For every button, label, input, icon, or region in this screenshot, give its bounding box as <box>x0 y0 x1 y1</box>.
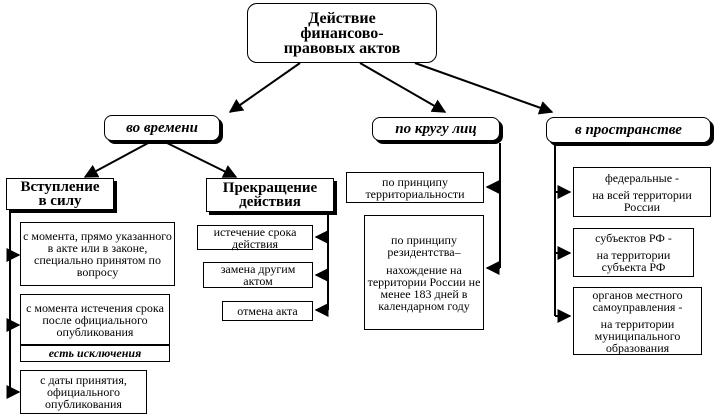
category-space-label: в пространстве <box>575 121 682 138</box>
entry-item-2: с момента истечения срока после официаль… <box>20 294 170 345</box>
arrow-root-to-time <box>228 62 301 113</box>
persons-item-1: по принципу территориальности <box>346 172 484 203</box>
termination-item-1: истечение срока действия <box>197 225 313 250</box>
termination-heading-text: Прекращение действия <box>222 180 318 210</box>
space-item-federal: федеральные - на всей территории России <box>573 167 711 217</box>
category-persons-label: по кругу лиц <box>395 120 477 137</box>
category-space: в пространстве <box>546 117 711 143</box>
root-title: Действие финансово-правовых актов <box>283 9 401 57</box>
entry-item-1: с момента, прямо указанного в акте или в… <box>20 222 175 286</box>
termination-item-3: отмена акта <box>222 301 313 321</box>
termination-heading: Прекращение действия <box>206 178 334 212</box>
space-item-subjects: субъектов РФ - на территории субъекта РФ <box>573 228 694 277</box>
category-persons: по кругу лиц <box>372 117 500 141</box>
entry-into-force-heading: Вступление в силу <box>6 178 114 210</box>
category-time: во времени <box>104 115 220 141</box>
arrow-time-to-termination <box>164 141 238 178</box>
arrow-root-to-persons <box>359 62 447 113</box>
entry-exception: есть исключения <box>20 345 170 362</box>
arrow-root-to-space <box>414 62 554 115</box>
space-item-local: органов местного самоуправления - на тер… <box>573 287 702 355</box>
root-title-box: Действие финансово-правовых актов <box>247 3 437 63</box>
entry-item-3: с даты принятия, официального опубликова… <box>20 370 147 414</box>
category-time-label: во времени <box>126 119 198 136</box>
arrow-time-to-entry <box>83 141 151 178</box>
entry-heading-text: Вступление в силу <box>20 179 100 209</box>
termination-item-2: замена другим актом <box>203 262 313 288</box>
persons-item-2: по принципу резидентства– нахождение на … <box>364 215 484 330</box>
